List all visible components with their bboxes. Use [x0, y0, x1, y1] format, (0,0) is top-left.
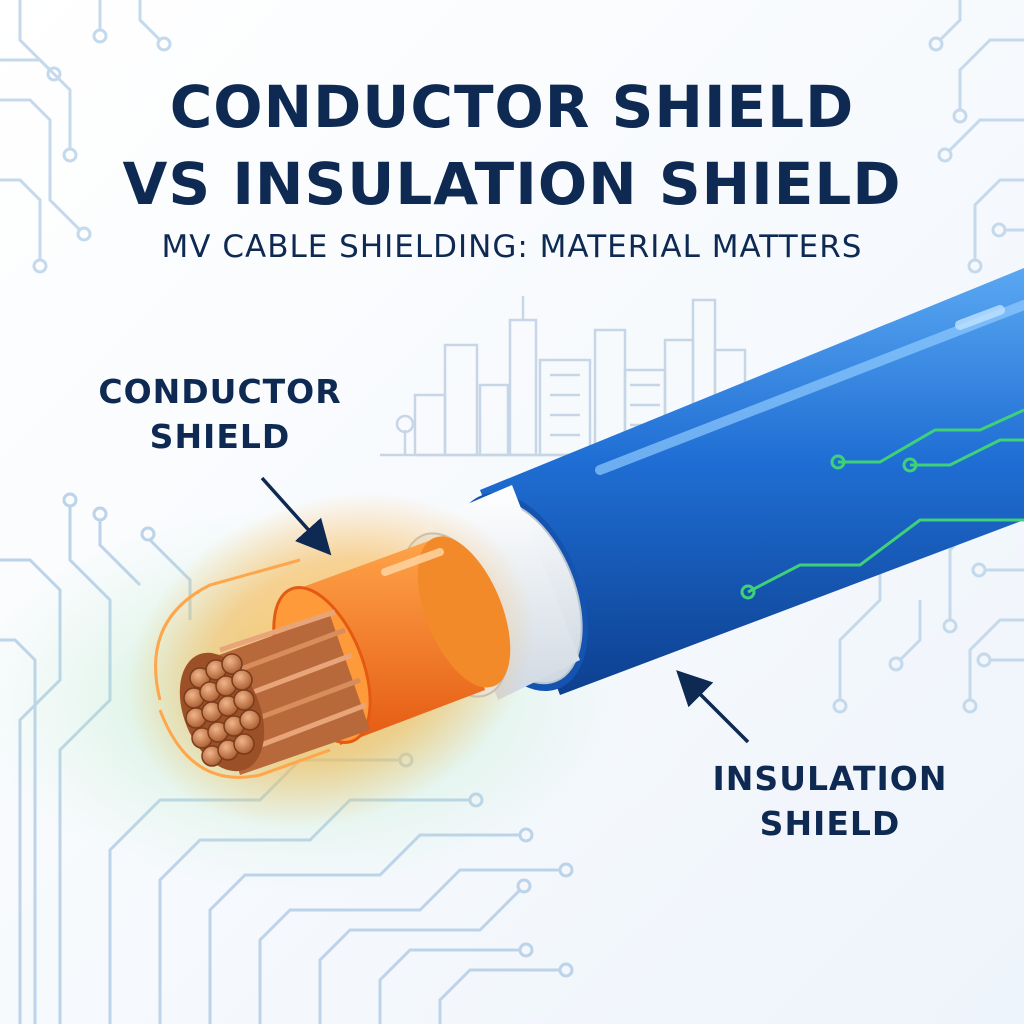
insulation-shield-label-line-1: INSULATION: [712, 759, 948, 798]
glow-outline: [154, 558, 301, 701]
circuit-pattern: [928, 0, 1024, 274]
conductor-shield-arrow: [260, 476, 332, 556]
insulation-shield-label: INSULATION SHIELD: [645, 757, 1015, 846]
page-title-line-1: CONDUCTOR SHIELD: [169, 73, 855, 141]
conductor-shield-label-line-1: CONDUCTOR: [98, 372, 342, 411]
insulation-shield-arrow: [676, 670, 750, 744]
conductor-shield-label: CONDUCTOR SHIELD: [40, 370, 400, 459]
insulation-shield-label-line-2: SHIELD: [759, 803, 901, 843]
circuit-accent: [740, 408, 1024, 600]
page-subtitle: MV CABLE SHIELDING: MATERIAL MATTERS: [161, 229, 863, 265]
page-title-line-2: VS INSULATION SHIELD: [122, 150, 902, 218]
copper-conductor: [179, 609, 370, 775]
conductor-shield-label-line-2: SHIELD: [149, 416, 291, 456]
circuit-pattern: [0, 0, 172, 274]
